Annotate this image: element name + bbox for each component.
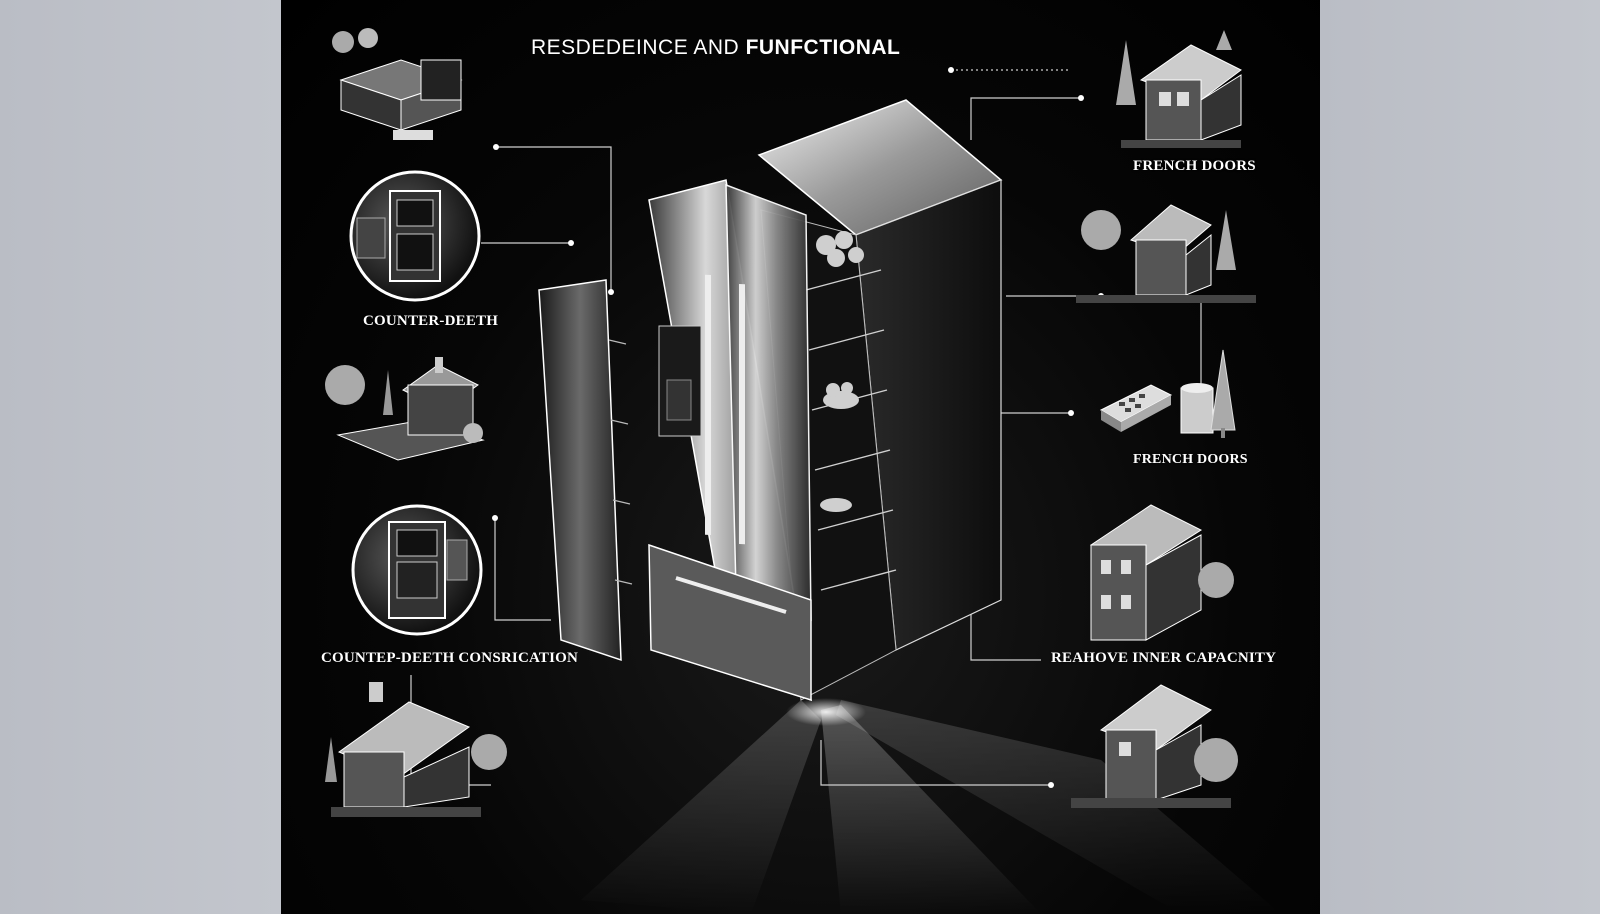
kitchen-icon <box>332 28 463 140</box>
floor-light-beams <box>581 698 1281 914</box>
oven-circle-icon <box>351 504 483 636</box>
remote-control-icon <box>1099 383 1214 434</box>
fridge-shelves <box>805 269 897 591</box>
left-gray-margin <box>0 0 281 914</box>
oven-circle-icon <box>349 170 481 302</box>
cottage-icon <box>325 357 485 461</box>
fridge-food <box>816 231 864 512</box>
house-icon <box>325 682 507 817</box>
label-french-doors-mid: FRENCH DOORS <box>1133 452 1248 467</box>
house-with-trees-icon <box>1076 204 1256 303</box>
poster-title: RESDEDEINCE AND FUNFCTIONAL <box>531 36 900 60</box>
label-counter-depth-construction: COUNTEP-DEETH CONSRICATION <box>321 650 579 666</box>
small-house-icon <box>1071 684 1238 808</box>
title-part-1: RESDEDEINCE AND <box>531 36 740 59</box>
title-part-2: FUNFCTIONAL <box>745 36 901 59</box>
infographic-artwork <box>325 28 1281 914</box>
label-french-doors-top: FRENCH DOORS <box>1133 158 1256 174</box>
two-story-house-icon <box>1116 30 1242 148</box>
right-gray-margin <box>1320 0 1600 914</box>
label-reahove-capacity: REAHOVE INNER CAPACNITY <box>1051 650 1277 666</box>
refrigerator-illustration <box>538 99 1003 702</box>
infographic-poster: RESDEDEINCE AND FUNFCTIONAL COUNTER-DEET… <box>281 0 1320 914</box>
large-house-icon <box>1089 504 1234 641</box>
door-bins <box>608 339 633 585</box>
label-counter-depth: COUNTER-DEETH <box>363 313 499 329</box>
tree-icon <box>1210 349 1236 438</box>
